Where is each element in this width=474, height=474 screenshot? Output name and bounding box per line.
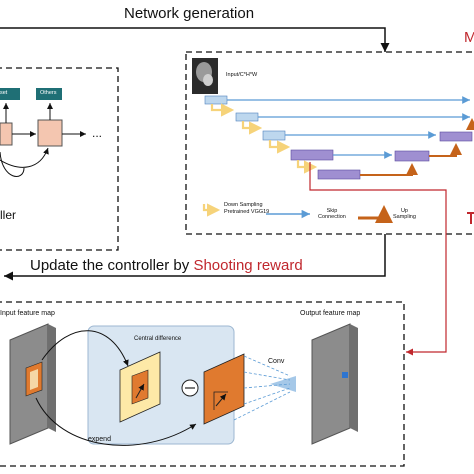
central-slab-a-patch (131, 369, 149, 405)
expend-label: expend (88, 436, 111, 443)
input-feature-map-side (48, 324, 56, 432)
conv-cone (270, 376, 296, 392)
controller-caption: ller (0, 208, 17, 222)
legend-down-label: Down Sampling (224, 202, 263, 208)
conv-label: Conv (268, 358, 285, 365)
output-pixel (342, 372, 348, 378)
conv-fan (233, 355, 291, 421)
unet-block-enc3 (262, 130, 286, 141)
unet-block-dec1 (394, 150, 430, 162)
output-feature-map-side (350, 324, 358, 432)
central-slab-b-axes (213, 391, 228, 410)
expend-arc (35, 397, 197, 446)
input-image-highlight (203, 74, 213, 86)
central-difference-label: Central difference (134, 336, 182, 342)
legend-pretrained-label: Pretrained VGG19 (224, 209, 270, 215)
unet-block-bottom (317, 169, 361, 180)
controller-cell-right (37, 119, 63, 147)
red-output-arrow (309, 162, 447, 356)
input-patch-inner (30, 369, 38, 390)
down-sampling-4 (296, 160, 318, 174)
input-feature-map-label: Input feature map (0, 310, 55, 317)
controller-cell-left (0, 122, 13, 146)
controller-teal-box-left (0, 88, 20, 100)
network-box (185, 51, 474, 235)
unet-block-enc2 (235, 112, 259, 122)
controller-box-right-label: Others (40, 90, 57, 96)
input-to-central-arc (41, 330, 129, 367)
legend-down-arrow (202, 203, 221, 217)
bottom-box (0, 301, 405, 467)
unet-block-dec2 (439, 131, 473, 142)
output-feature-map (311, 323, 351, 445)
network-generation-label: Network generation (124, 5, 255, 22)
red-edge-mark-stem (470, 212, 472, 224)
down-sampling-1 (210, 103, 235, 117)
unet-block-enc4 (290, 149, 334, 161)
right-panel-fragment: M (464, 29, 474, 46)
central-slab-a-vector (135, 383, 145, 399)
update-prefix: Update the controller by (30, 257, 194, 274)
controller-box-left-label: set (0, 90, 8, 96)
unet-block-enc1 (204, 95, 228, 105)
input-size-label: Input/C*H*W (226, 72, 258, 78)
down-sampling-3 (268, 140, 291, 154)
output-feature-map-label: Output feature map (300, 310, 361, 317)
network-generation-arrow (0, 27, 390, 52)
legend-up-arrow (358, 205, 393, 223)
central-slab-b-vector (215, 393, 227, 407)
up-sampling-2 (429, 143, 462, 157)
shooting-reward: Shooting reward (193, 257, 303, 274)
controller-teal-box-right (36, 88, 62, 100)
controller-box (0, 67, 119, 251)
controller-feedback-arrow (0, 151, 25, 177)
down-sampling-2 (241, 121, 263, 135)
controller-ellipsis: ... (92, 126, 103, 140)
update-controller-label: Update the controller by Shooting reward (30, 257, 303, 274)
up-sampling-1 (360, 163, 418, 176)
update-controller-arrow (4, 234, 386, 281)
legend-skip-label: Skip Connection (318, 208, 346, 220)
controller-loop-arrow (0, 147, 49, 168)
legend-up-label: Up Sampling (393, 208, 416, 220)
